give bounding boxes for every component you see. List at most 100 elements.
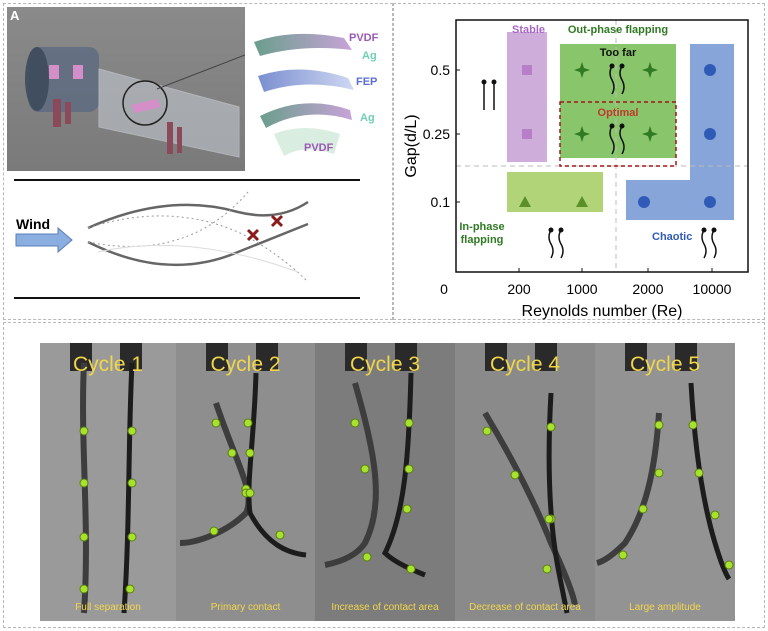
region-label-out-phase-flapping: Out-phase flapping: [568, 24, 668, 36]
y-axis-label: Gap(d/L): [403, 114, 420, 177]
tracking-marker-7: [125, 584, 135, 594]
panel-label-a: A: [10, 8, 20, 23]
panel-c: Cycle 1 Full separation Cycle 2 Primary con…: [3, 322, 765, 628]
filament-2: [688, 382, 732, 581]
tracking-marker-3: [546, 422, 556, 432]
tracking-marker-3: [618, 550, 628, 560]
wind-label: Wind: [16, 216, 51, 232]
material-label-top-ag: Ag: [362, 50, 377, 62]
cycle-filaments-5: [596, 343, 734, 581]
cycle-caption: Primary contact: [210, 602, 281, 613]
cycle-title: Cycle 5: [629, 353, 701, 376]
contact-cross-icon: [246, 214, 284, 242]
tracking-marker-0: [211, 418, 221, 428]
tracking-marker-5: [243, 418, 253, 428]
tracking-marker-6: [245, 448, 255, 458]
tracking-marker-1: [654, 468, 664, 478]
region-label-stable: Stable: [512, 24, 545, 36]
wavy-filament-icon: [548, 227, 564, 259]
tracking-marker-2: [362, 552, 372, 562]
cycle-caption: Full separation: [75, 602, 141, 613]
material-label-top-pvdf: PVDF: [349, 32, 379, 44]
tracking-marker-5: [402, 504, 412, 514]
tracking-marker-4: [127, 426, 137, 436]
region-chaotic: [626, 44, 734, 220]
region-label-in-phase-line1: In-phase: [459, 221, 504, 233]
tracking-marker-3: [79, 584, 89, 594]
cycle-frame-1: Cycle 1 Full separation: [40, 343, 176, 621]
wavy-filament-icon: [609, 123, 625, 155]
filament-2: [546, 392, 570, 614]
tracking-marker-1: [227, 448, 237, 458]
tracking-marker-6: [406, 564, 416, 574]
region-label-in-phase-line2: flapping: [461, 234, 504, 246]
filament-1: [80, 362, 89, 614]
wavy-filament-icon: [609, 63, 625, 95]
region-label-chaotic: Chaotic: [652, 231, 692, 243]
tracking-marker-4: [404, 464, 414, 474]
tracking-marker-7: [724, 560, 734, 570]
x-axis-label: Reynolds number (Re): [522, 303, 683, 320]
x-tick-label-0: 0: [440, 281, 448, 297]
tracking-marker-2: [79, 532, 89, 542]
phase-diagram-chart: Stable Out-phase flappingIn-phaseflapping…: [403, 19, 749, 320]
tracking-marker-0: [654, 420, 664, 430]
tracking-marker-4: [688, 420, 698, 430]
data-point-star-3: [642, 126, 658, 142]
wind-arrow-icon: [15, 226, 73, 254]
filament-2: [121, 362, 135, 614]
tracking-marker-0: [482, 426, 492, 436]
y-tick-label-1: 0.25: [423, 126, 450, 142]
cycle-title: Cycle 1: [72, 353, 144, 376]
data-point-triangle-0: [519, 196, 531, 207]
filament-2: [246, 372, 307, 558]
x-tick-label-1: 200: [507, 281, 531, 297]
data-point-circle-2: [638, 196, 650, 208]
cycle-title: Cycle 4: [489, 353, 561, 376]
device-render: [7, 7, 246, 171]
data-point-triangle-1: [576, 196, 588, 207]
cycle-frame-3: Cycle 3 Increase of contact area: [315, 343, 455, 621]
x-tick-label-3: 2000: [632, 281, 663, 297]
layer-stack-illustration: [254, 33, 354, 156]
tracking-marker-6: [127, 532, 137, 542]
cycle-filaments-1: [70, 343, 142, 614]
cycle-caption: Decrease of contact area: [469, 602, 581, 613]
data-point-circle-1: [704, 128, 716, 140]
data-point-square-1: [522, 129, 532, 139]
x-tick-label-4: 10000: [693, 281, 732, 297]
tracking-marker-4: [209, 526, 219, 536]
flapping-schematic: [14, 179, 360, 299]
tracking-marker-5: [694, 468, 704, 478]
cycle-frame-2: Cycle 2 Primary contact: [176, 343, 315, 621]
panel-a: A PVDF Ag FEP Ag PVDF Wind: [3, 3, 393, 320]
annotation-too-far: Too far: [600, 47, 637, 59]
tracking-marker-0: [350, 418, 360, 428]
filament-2: [381, 372, 426, 578]
filament-1: [324, 382, 379, 568]
material-label-bottom-ag: Ag: [360, 112, 375, 124]
cycle-filaments-3: [324, 343, 426, 578]
y-tick-label-2: 0.5: [431, 62, 451, 78]
tracking-marker-0: [79, 426, 89, 436]
cycle-title: Cycle 2: [210, 353, 281, 376]
cycle-caption: Increase of contact area: [331, 602, 439, 613]
tracking-marker-6: [710, 510, 720, 520]
data-point-circle-3: [704, 196, 716, 208]
wavy-filament-icon: [701, 227, 717, 259]
filament-1: [482, 411, 578, 606]
data-point-square-0: [522, 65, 532, 75]
data-point-circle-0: [704, 64, 716, 76]
tracking-marker-4: [544, 514, 554, 524]
optimal-box: [559, 101, 677, 167]
tracking-marker-5: [542, 564, 552, 574]
filament-1: [596, 412, 662, 566]
tracking-marker-1: [510, 470, 520, 480]
cycle-title: Cycle 3: [349, 353, 421, 376]
tracking-marker-5: [127, 478, 137, 488]
cycle-filaments-2: [179, 343, 307, 558]
data-point-star-2: [574, 126, 590, 142]
filament-1: [179, 402, 252, 546]
y-tick-label-0: 0.1: [431, 194, 451, 210]
